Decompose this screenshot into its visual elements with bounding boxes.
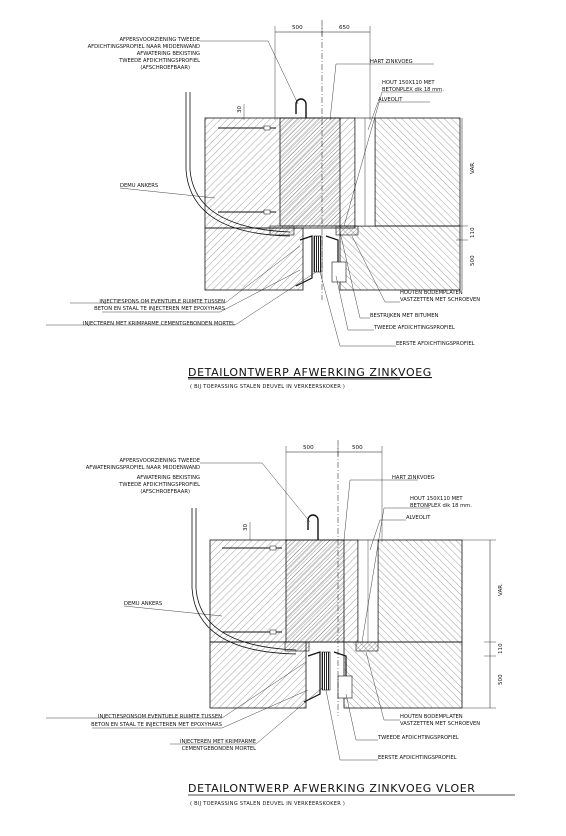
label-afschroefbaar: (AFSCHROEFBAAR) [140,65,190,71]
wood-beam-left-2 [284,641,310,652]
seal-profile-2 [321,651,331,691]
label-eerste-2: EERSTE AFDICHTINGSPROFIEL [378,755,457,761]
label-tweede-2: TWEEDE AFDICHTINGSPROFIEL [377,735,459,741]
wood-beam-right [335,225,359,236]
concrete-right-upper [374,117,461,227]
label-injecteren: INJECTEREN MET KRIMPARME CEMENTGEBONDEN … [83,321,235,327]
dim-top-left: 500 [292,25,303,31]
dim-top-right: 650 [339,25,350,31]
label-betonplex-2: BETONPLEX dik 18 mm. [410,503,472,509]
label-afwatering-2: AFWATERING BEKISTING [137,475,200,481]
concrete-right-lower-2 [343,641,463,709]
label-beton-staal: BETON EN STAAL TE INJECTEREN MET EPOXYHA… [94,306,225,312]
label-injecteren-2: INJECTEREN MET KRIMPARME [180,739,256,745]
dim-500-2: 500 [498,674,504,685]
dim-top-left-2: 500 [303,445,314,451]
middle-wall [279,117,341,227]
dim-110: 110 [470,227,476,238]
label-tweede-profiel-2: TWEEDE AFDICHTINGSPROFIEL [118,482,200,488]
label-tweede-profiel: TWEEDE AFDICHTINGSPROFIEL [118,58,200,64]
concrete-left-lower-2 [209,641,307,709]
label-demu: DEMU ANKERS [120,183,158,189]
label-afpers: AFPERSVOORZIENING TWEEDE [119,37,200,43]
detail-1-subtitle: ( BIJ TOEPASSING STALEN DEUVEL IN VERKEE… [190,384,345,390]
wood-beam-right-2 [355,641,379,652]
label-alveolit-2: ALVEOLIT [406,515,431,521]
dim-var: VAR. [470,161,476,174]
label-afwateringsprofiel-2: AFWATERINGSPROFIEL NAAR MIDDENWAND [86,465,200,471]
label-afdichting: AFDICHTINGSPROFIEL NAAR MIDDENWAND [88,44,200,50]
label-schroeven: VASTZETTEN MET SCHROEVEN [400,297,480,303]
label-hout: HOUT 150X110 MET [382,80,435,86]
label-beton-staal-2: BETON EN STAAL TE INJECTEREN MET EPOXYHA… [91,722,222,728]
label-afwatering: AFWATERING BEKISTING [137,51,200,57]
label-hart-2: HART ZINKVOEG [392,475,435,481]
dim-30: 30 [237,105,243,113]
detail-2-title: DETAILONTWERP AFWERKING ZINKVOEG VLOER [188,782,476,795]
label-afschroefbaar-2: (AFSCHROEFBAAR) [140,489,190,495]
detail-2-subtitle: ( BIJ TOEPASSING STALEN DEUVEL IN VERKEE… [190,801,345,807]
label-injectiespons: INJECTIESPONS OM EVENTUELE RUIMTE TUSSEN [99,299,225,305]
label-bitumen: BESTRIJKEN MET BITUMEN [370,313,439,319]
label-mortel-2: CEMENTGEBONDEN MORTEL [182,746,256,752]
label-injectiespons-2: INJECTIESPONSOM EVENTUELE RUIMTE TUSSEN [98,714,222,720]
label-betonplex: BETONPLEX dik 18 mm. [382,87,444,93]
label-alveolit: ALVEOLIT [378,97,403,103]
concrete-right-upper-2 [377,539,463,643]
dim-110-2: 110 [498,643,504,654]
dim-var-2: VAR. [498,583,504,596]
label-demu-2: DEMU ANKERS [124,601,162,607]
label-hart: HART ZINKVOEG [370,59,413,65]
label-schroeven-2: VASTZETTEN MET SCHROEVEN [400,721,480,727]
dim-top-right-2: 500 [352,445,363,451]
label-bodemplaten: HOUTEN BODEMPLATEN [400,290,463,296]
concrete-right-lower [339,225,461,291]
label-eerste: EERSTE AFDICHTINGSPROFIEL [396,341,475,347]
label-tweede: TWEEDE AFDICHTINGSPROFIEL [373,325,455,331]
concrete-left-lower [204,227,304,291]
dim-500: 500 [470,255,476,266]
detail-1: 500 650 30 VAR. 110 500 AFPERSVOORZIENIN… [46,20,480,390]
label-bodemplaten-2: HOUTEN BODEMPLATEN [400,714,463,720]
seal-profile [313,235,323,273]
detail-2: 500 500 30 VAR. 110 500 AFPERSVOORZIENIN… [46,440,515,807]
label-afpers-2: AFPERSVOORZIENING TWEEDE [119,458,200,464]
dim-30-2: 30 [243,523,249,531]
label-hout-2: HOUT 150X110 MET [410,496,463,502]
detail-1-title: DETAILONTWERP AFWERKING ZINKVOEG [188,366,432,379]
middle-wall-2 [285,539,345,643]
